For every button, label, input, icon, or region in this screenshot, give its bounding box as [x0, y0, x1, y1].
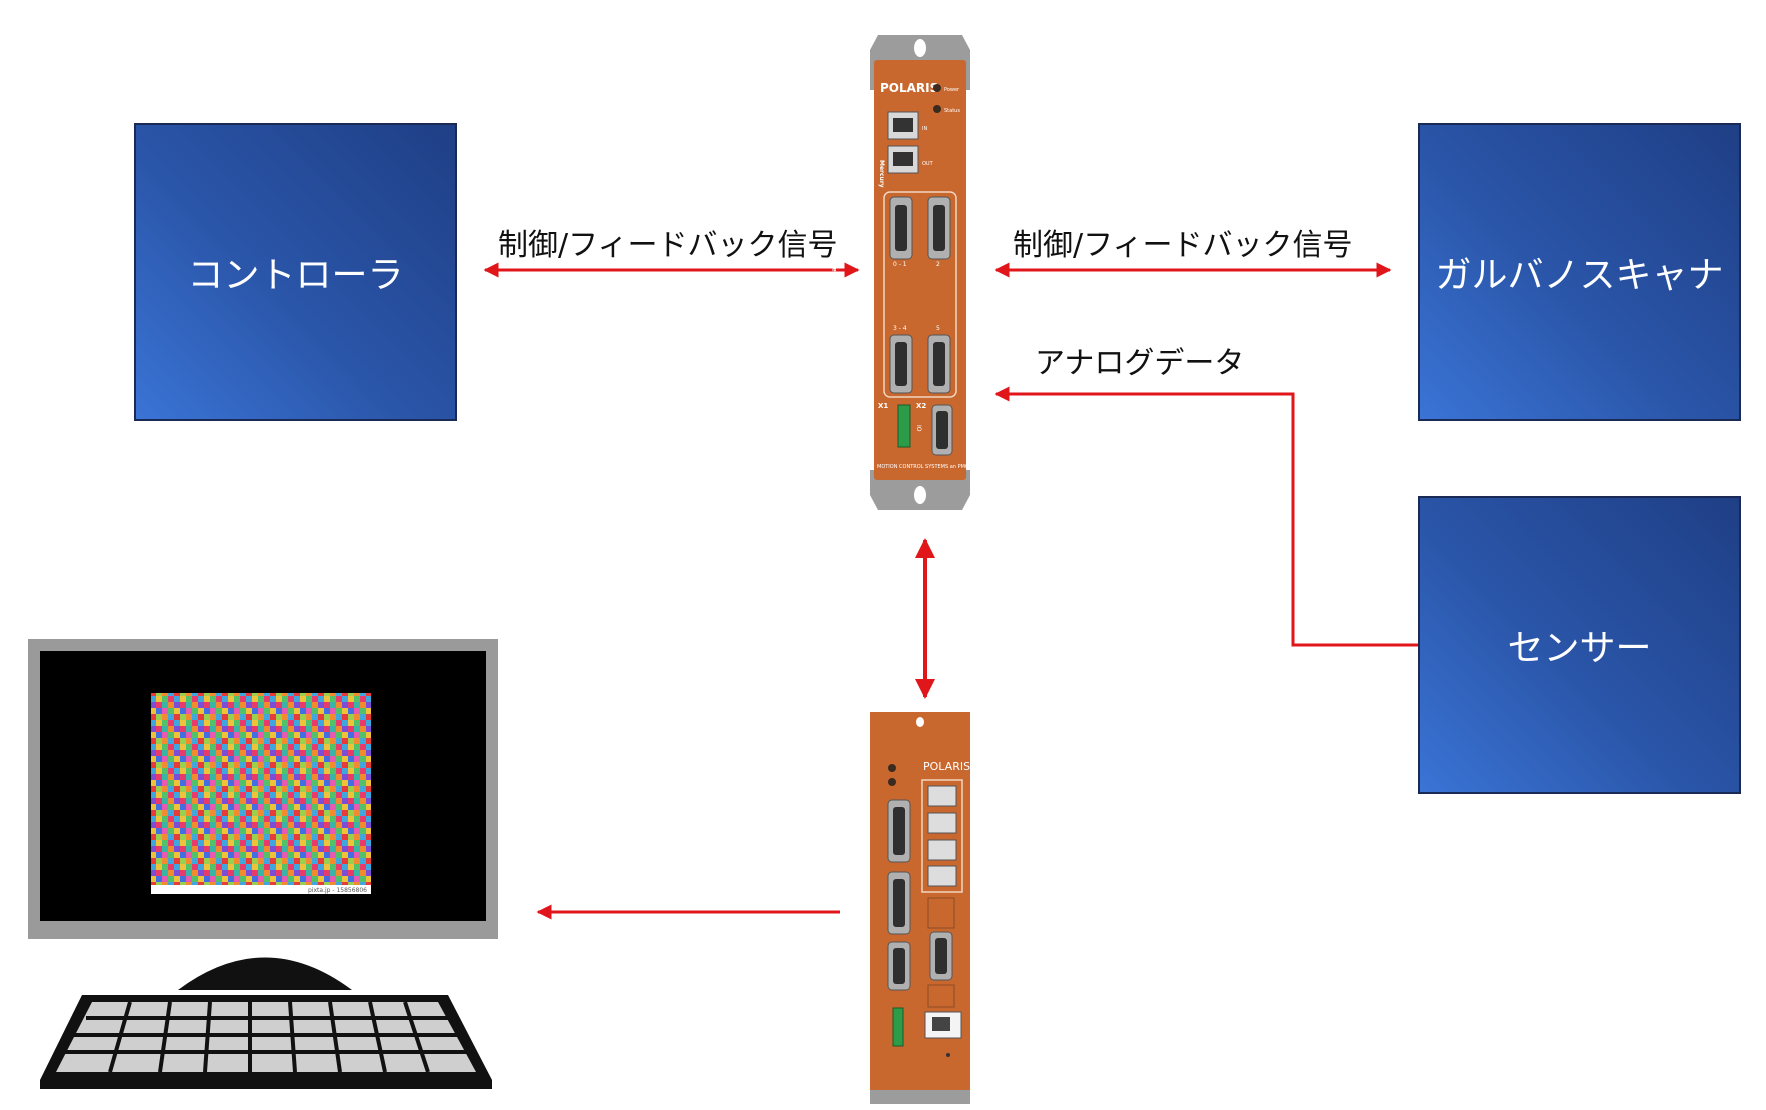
analog-data-label: アナログデータ: [1035, 346, 1245, 381]
power-led-icon: [933, 84, 941, 92]
power-terminal-icon: [892, 1007, 904, 1047]
mount-hole-icon: [916, 717, 924, 727]
mercury-label: Mercury: [878, 160, 885, 188]
controller-box: コントローラ: [134, 123, 457, 421]
keyboard-icon: [40, 995, 492, 1089]
left-signal-label: 制御/フィードバック信号: [498, 228, 838, 263]
led-icon: [888, 764, 896, 772]
out-label: OUT: [922, 161, 934, 167]
sensor-label: センサー: [1507, 628, 1652, 669]
mount-hole-icon: [914, 39, 926, 57]
ethernet-port-icon: [927, 865, 957, 887]
controller-label: コントローラ: [187, 255, 404, 296]
sensor-box: センサー: [1418, 496, 1741, 794]
in-label: IN: [922, 126, 927, 132]
io-label: IO: [915, 425, 922, 432]
port-3-4-label: 3 - 4: [893, 325, 907, 332]
status-label: Status: [944, 108, 960, 114]
ethernet-port-icon: [927, 785, 957, 807]
device-brand: POLARIS: [923, 760, 970, 773]
device-footer: MOTION CONTROL SYSTEMS an PMCI: [877, 464, 970, 470]
port-5-label: 5: [936, 325, 940, 332]
monitor-screen-image: [151, 693, 371, 893]
port-0-1-label: 0 - 1: [893, 261, 907, 268]
ethernet-port-icon: [927, 839, 957, 861]
port-2-label: 2: [936, 261, 940, 268]
mount-hole-icon: [914, 486, 926, 504]
motion-controller-device: POLARIS: [870, 712, 970, 1104]
galvano-scanner-box: ガルバノスキャナ: [1418, 123, 1741, 421]
power-terminal-icon: [897, 404, 911, 448]
sl2-interface-device: POLARIS Power Status Mercury IN OUT 0 - …: [831, 35, 970, 510]
model-label: SL2-100 Interface: [831, 260, 838, 320]
led-icon: [888, 778, 896, 786]
status-led-icon: [933, 105, 941, 113]
computer-monitor: pixta.jp - 15856806: [28, 639, 498, 990]
galvano-scanner-label: ガルバノスキャナ: [1435, 255, 1724, 296]
monitor-caption: pixta.jp - 15856806: [308, 887, 367, 894]
sensor-device-arrow: [994, 386, 1418, 647]
ethernet-port-icon: [927, 812, 957, 834]
device-brand: POLARIS: [880, 81, 938, 95]
x1-label: X1: [878, 402, 888, 410]
power-label: Power: [944, 87, 960, 93]
right-signal-label: 制御/フィードバック信号: [1013, 228, 1353, 263]
x2-label: X2: [916, 402, 926, 410]
